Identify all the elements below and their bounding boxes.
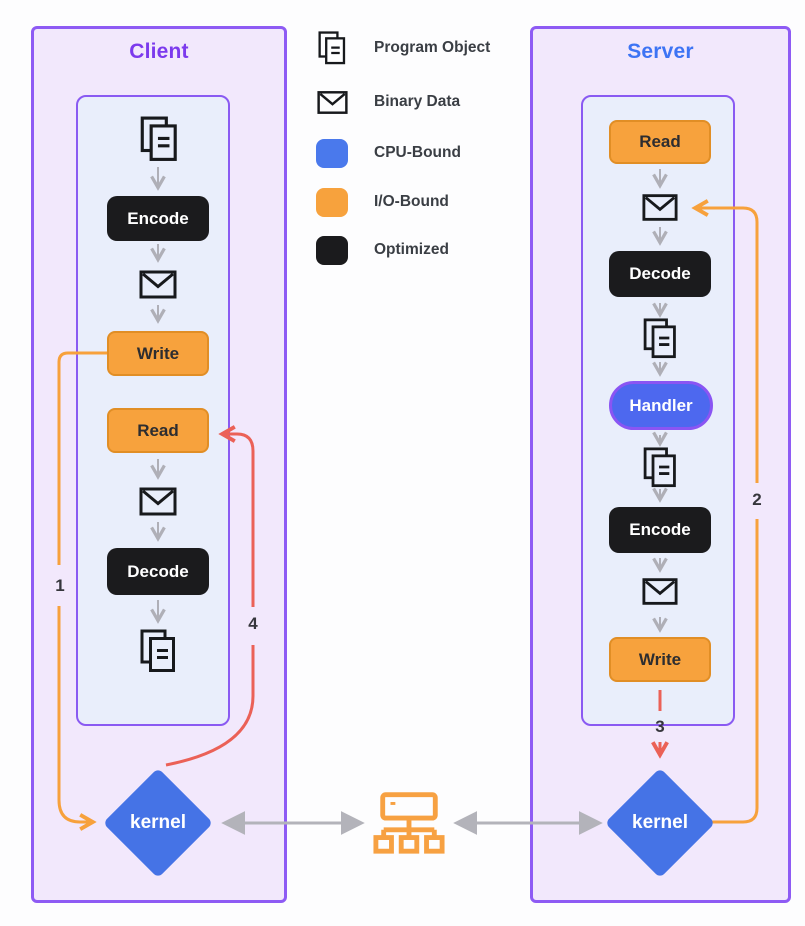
server-read-label: Read xyxy=(639,132,681,151)
io-bound-swatch xyxy=(315,187,349,217)
binary-data-icon xyxy=(139,486,177,517)
legend-label: Program Object xyxy=(374,39,491,56)
server-panel-title: Server xyxy=(627,40,694,63)
legend-label: CPU-Bound xyxy=(374,144,461,161)
server-kernel-label: kernel xyxy=(632,812,688,833)
server-write-node: Write xyxy=(609,637,711,682)
legend-row-optimized: Optimized xyxy=(315,235,449,265)
binary-data-icon xyxy=(642,193,678,222)
optimized-swatch xyxy=(315,235,349,265)
server-encode-node: Encode xyxy=(609,507,711,553)
cpu-bound-swatch xyxy=(315,138,349,168)
legend-label: Optimized xyxy=(374,241,449,258)
server-decode-node: Decode xyxy=(609,251,711,297)
client-write-node: Write xyxy=(107,331,209,376)
binary-data-icon xyxy=(315,90,349,115)
server-write-label: Write xyxy=(638,649,682,669)
step-label-1: 1 xyxy=(55,576,65,595)
binary-data-icon xyxy=(139,269,177,300)
step-label-2: 2 xyxy=(752,490,762,509)
binary-data-icon xyxy=(642,577,678,606)
client-read-label: Read xyxy=(137,420,179,440)
program-object-icon xyxy=(315,31,349,65)
program-object-icon xyxy=(643,447,677,488)
program-object-icon xyxy=(643,318,677,359)
server-handler-label: Handler xyxy=(629,395,693,415)
client-encode-node: Encode xyxy=(107,196,209,241)
legend-row-io-bound: I/O-Bound xyxy=(315,187,449,217)
program-object-icon xyxy=(140,629,176,673)
client-write-label: Write xyxy=(136,343,180,363)
client-encode-label: Encode xyxy=(127,208,189,228)
client-kernel-node: kernel xyxy=(102,767,214,879)
step-label-4: 4 xyxy=(248,614,258,633)
legend-row-cpu-bound: CPU-Bound xyxy=(315,138,461,168)
legend-label: I/O-Bound xyxy=(374,193,449,210)
server-kernel-node: kernel xyxy=(604,767,716,879)
program-object-icon xyxy=(140,116,178,162)
legend-row-binary-data: Binary Data xyxy=(315,87,460,117)
legend-row-program-object: Program Object xyxy=(315,31,491,65)
legend: Program Object Binary Data CPU-Bound I/O… xyxy=(315,31,515,265)
client-decode-label: Decode xyxy=(127,561,189,581)
network-icon xyxy=(372,786,446,856)
legend-label: Binary Data xyxy=(374,93,461,110)
client-decode-node: Decode xyxy=(107,548,209,595)
server-read-node: Read xyxy=(609,120,711,164)
client-panel-title: Client xyxy=(129,40,189,63)
client-kernel-label: kernel xyxy=(130,812,186,833)
step-label-3: 3 xyxy=(655,717,665,736)
server-decode-label: Decode xyxy=(629,264,691,283)
server-encode-label: Encode xyxy=(629,520,691,539)
client-read-node: Read xyxy=(107,408,209,453)
server-handler-node: Handler xyxy=(609,381,713,430)
